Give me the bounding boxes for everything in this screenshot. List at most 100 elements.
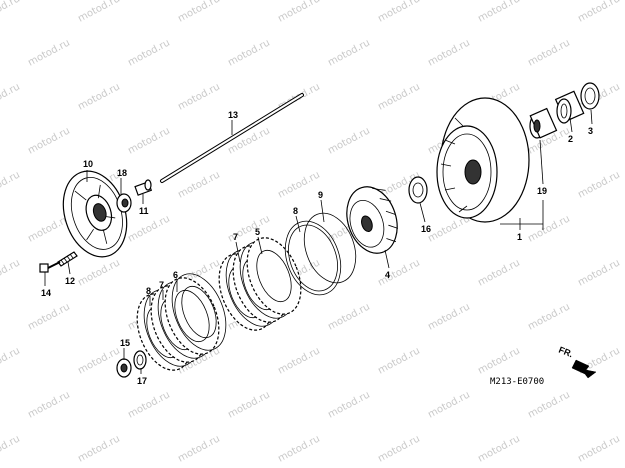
diagram-code: M213-E0700 [490,377,544,387]
callout-15: 15 [120,338,130,348]
watermark-text: motod.ru [576,169,622,200]
watermark-text: motod.ru [576,0,622,25]
clutch-center [346,186,398,254]
watermark-text: motod.ru [0,0,22,25]
clutch-plate [164,277,220,355]
watermark-text: motod.ru [76,345,122,376]
front-label: FR. [557,345,574,360]
watermark-text: motod.ru [26,301,72,332]
callout-8: 8 [293,206,298,216]
outer-guide [554,90,585,124]
clutch-plates-rear [218,237,302,331]
watermark-text: motod.ru [376,257,422,288]
watermark-text: motod.ru [276,433,322,464]
watermark-text: motod.ru [376,0,422,25]
lifter-bearing [116,193,132,213]
callout-16: 16 [421,224,431,234]
clutch-outer [436,97,530,223]
callout-7-front: 7 [159,280,164,290]
front-arrow-icon [571,359,597,379]
watermark-text: motod.ru [526,37,572,68]
watermark-text: motod.ru [526,389,572,420]
watermark-text: motod.ru [176,433,222,464]
watermark-text: motod.ru [126,37,172,68]
watermark-text: motod.ru [0,345,22,376]
judder-springs [284,212,357,296]
clutch-plate [171,273,227,351]
callout-17: 17 [137,376,147,386]
clutch-plates-front [136,273,227,371]
watermark-text: motod.ru [426,301,472,332]
watermark-text: motod.ru [76,257,122,288]
watermark-text: motod.ru [226,125,272,156]
watermark-text: motod.ru [176,0,222,25]
watermark-text: motod.ru [176,169,222,200]
watermark-text: motod.ru [426,389,472,420]
watermark-text: motod.ru [76,433,122,464]
watermark-text: motod.ru [226,37,272,68]
pushrod [160,93,304,183]
callout-labels: 13 10 18 11 12 14 7 5 8 9 4 16 1 19 2 3 … [41,110,593,386]
callout-19: 19 [537,186,547,196]
watermark-text: motod.ru [376,345,422,376]
clutch-plate-bore [174,289,210,343]
watermark-text: motod.ru [0,257,22,288]
lifter-plate [62,170,128,258]
watermark-text: motod.ru [326,389,372,420]
watermark-text: motod.ru [26,125,72,156]
watermark-text: motod.ru [226,389,272,420]
callout-5: 5 [255,227,260,237]
watermark-text: motod.ru [376,81,422,112]
callout-10: 10 [83,159,93,169]
needle-bearing [529,107,558,139]
watermark-text: motod.ru [0,81,22,112]
thrust-washer [408,176,428,204]
watermark-text: motod.ru [26,37,72,68]
clutch-plate-bore [256,249,292,303]
watermark-text: motod.ru [526,213,572,244]
watermark-text: motod.ru [176,81,222,112]
watermark-text: motod.ru [0,433,22,464]
watermark-text: motod.ru [576,433,622,464]
washer [133,350,147,370]
clutch-plate [246,237,302,315]
callout-1: 1 [517,232,522,242]
watermark-text: motod.ru [0,169,22,200]
watermark-text: motod.ru [576,257,622,288]
watermark-text: motod.ru [126,213,172,244]
watermark-text: motod.ru [526,301,572,332]
callout-3: 3 [588,126,593,136]
clutch-spring [57,251,78,267]
callout-4: 4 [385,270,390,280]
watermark-text: motod.ru [26,389,72,420]
leader-lines [44,109,593,374]
watermark-text: motod.ru [426,37,472,68]
callout-13: 13 [228,110,238,120]
watermark-text: motod.ru [476,0,522,25]
callout-8-front: 8 [146,286,151,296]
watermark-text: motod.ru [276,0,322,25]
watermark-text: motod.ru [126,125,172,156]
watermark-text: motod.ru [326,301,372,332]
callout-9: 9 [318,190,323,200]
lock-nut [116,358,132,378]
lifter-piece [134,179,153,196]
callout-18: 18 [117,168,127,178]
watermark-text: motod.ru [276,169,322,200]
watermark-text: motod.ru [76,81,122,112]
callout-7: 7 [233,232,238,242]
watermark-text: motod.ru [476,345,522,376]
callout-14: 14 [41,288,51,298]
watermark-text: motod.ru [476,257,522,288]
watermark-text: motod.ru [276,345,322,376]
watermark-text: motod.ru [476,433,522,464]
clutch-plate-bore [181,285,217,339]
watermark-text: motod.ru [326,125,372,156]
watermark-text: motod.ru [326,37,372,68]
callout-12: 12 [65,276,75,286]
watermark-text: motod.ru [376,433,422,464]
callout-11: 11 [139,206,149,216]
outer-washer [580,82,600,110]
watermark-text: motod.ru [76,0,122,25]
